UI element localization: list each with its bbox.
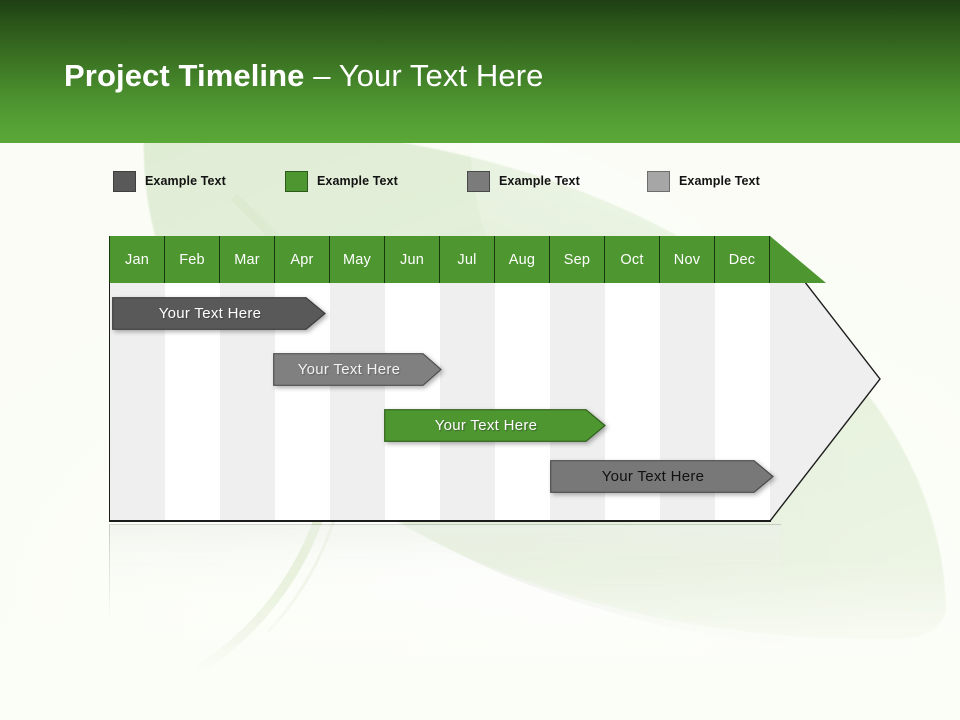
month-label-may: May: [343, 251, 371, 268]
month-cell-dec[interactable]: Dec: [715, 236, 770, 283]
legend-swatch-icon-1: [113, 170, 136, 192]
month-label-sep: Sep: [563, 251, 591, 268]
chart-reflection: [109, 524, 781, 632]
legend-label-1: Example Text: [145, 174, 226, 188]
task-bar-2[interactable]: Your Text Here: [273, 353, 442, 386]
slide-header-band: Project Timeline – Your Text Here: [0, 0, 960, 143]
month-label-mar: Mar: [234, 251, 260, 268]
month-label-jan: Jan: [125, 251, 149, 268]
month-label-jun: Jun: [400, 251, 424, 268]
month-cell-jun[interactable]: Jun: [385, 236, 440, 283]
legend: Example Text Example Text Example Text E…: [0, 168, 960, 194]
grid-col-jul: [440, 283, 495, 521]
month-cell-apr[interactable]: Apr: [275, 236, 330, 283]
month-cell-nov[interactable]: Nov: [660, 236, 715, 283]
legend-label-3: Example Text: [499, 174, 580, 188]
legend-swatch-icon-4: [647, 170, 670, 192]
month-label-dec: Dec: [728, 251, 756, 268]
timeline-grid-baseline: [109, 520, 771, 522]
month-cell-may[interactable]: May: [330, 236, 385, 283]
grid-col-aug: [495, 283, 550, 521]
month-label-oct: Oct: [620, 251, 644, 268]
legend-swatch-icon-3: [467, 170, 490, 192]
grid-col-jun: [385, 283, 440, 521]
month-cell-jul[interactable]: Jul: [440, 236, 495, 283]
task-bar-3[interactable]: Your Text Here: [384, 409, 606, 442]
month-cell-mar[interactable]: Mar: [220, 236, 275, 283]
legend-label-4: Example Text: [679, 174, 760, 188]
page-title: Project Timeline – Your Text Here: [64, 60, 543, 91]
timeline-month-header-row: Jan Feb Mar Apr May Jun Jul Aug Sep Oct …: [109, 236, 770, 283]
grid-col-may: [330, 283, 385, 521]
legend-item-3[interactable]: Example Text: [467, 168, 580, 194]
legend-label-2: Example Text: [317, 174, 398, 188]
timeline-header-arrow-corner: [770, 236, 826, 283]
month-cell-oct[interactable]: Oct: [605, 236, 660, 283]
month-label-feb: Feb: [179, 251, 205, 268]
month-label-jul: Jul: [457, 251, 477, 268]
month-cell-aug[interactable]: Aug: [495, 236, 550, 283]
month-label-nov: Nov: [673, 251, 701, 268]
month-label-aug: Aug: [508, 251, 536, 268]
month-cell-sep[interactable]: Sep: [550, 236, 605, 283]
task-bar-1[interactable]: Your Text Here: [112, 297, 326, 330]
legend-item-2[interactable]: Example Text: [285, 168, 398, 194]
month-cell-feb[interactable]: Feb: [165, 236, 220, 283]
task-bar-4[interactable]: Your Text Here: [550, 460, 774, 493]
month-label-apr: Apr: [290, 251, 314, 268]
month-cell-jan[interactable]: Jan: [109, 236, 165, 283]
legend-item-4[interactable]: Example Text: [647, 168, 760, 194]
page-title-regular: Your Text Here: [338, 58, 544, 93]
timeline-chart: Jan Feb Mar Apr May Jun Jul Aug Sep Oct …: [109, 236, 881, 522]
legend-item-1[interactable]: Example Text: [113, 168, 226, 194]
legend-swatch-icon-2: [285, 170, 308, 192]
page-title-separator: –: [304, 58, 339, 93]
page-title-bold: Project Timeline: [64, 58, 305, 93]
